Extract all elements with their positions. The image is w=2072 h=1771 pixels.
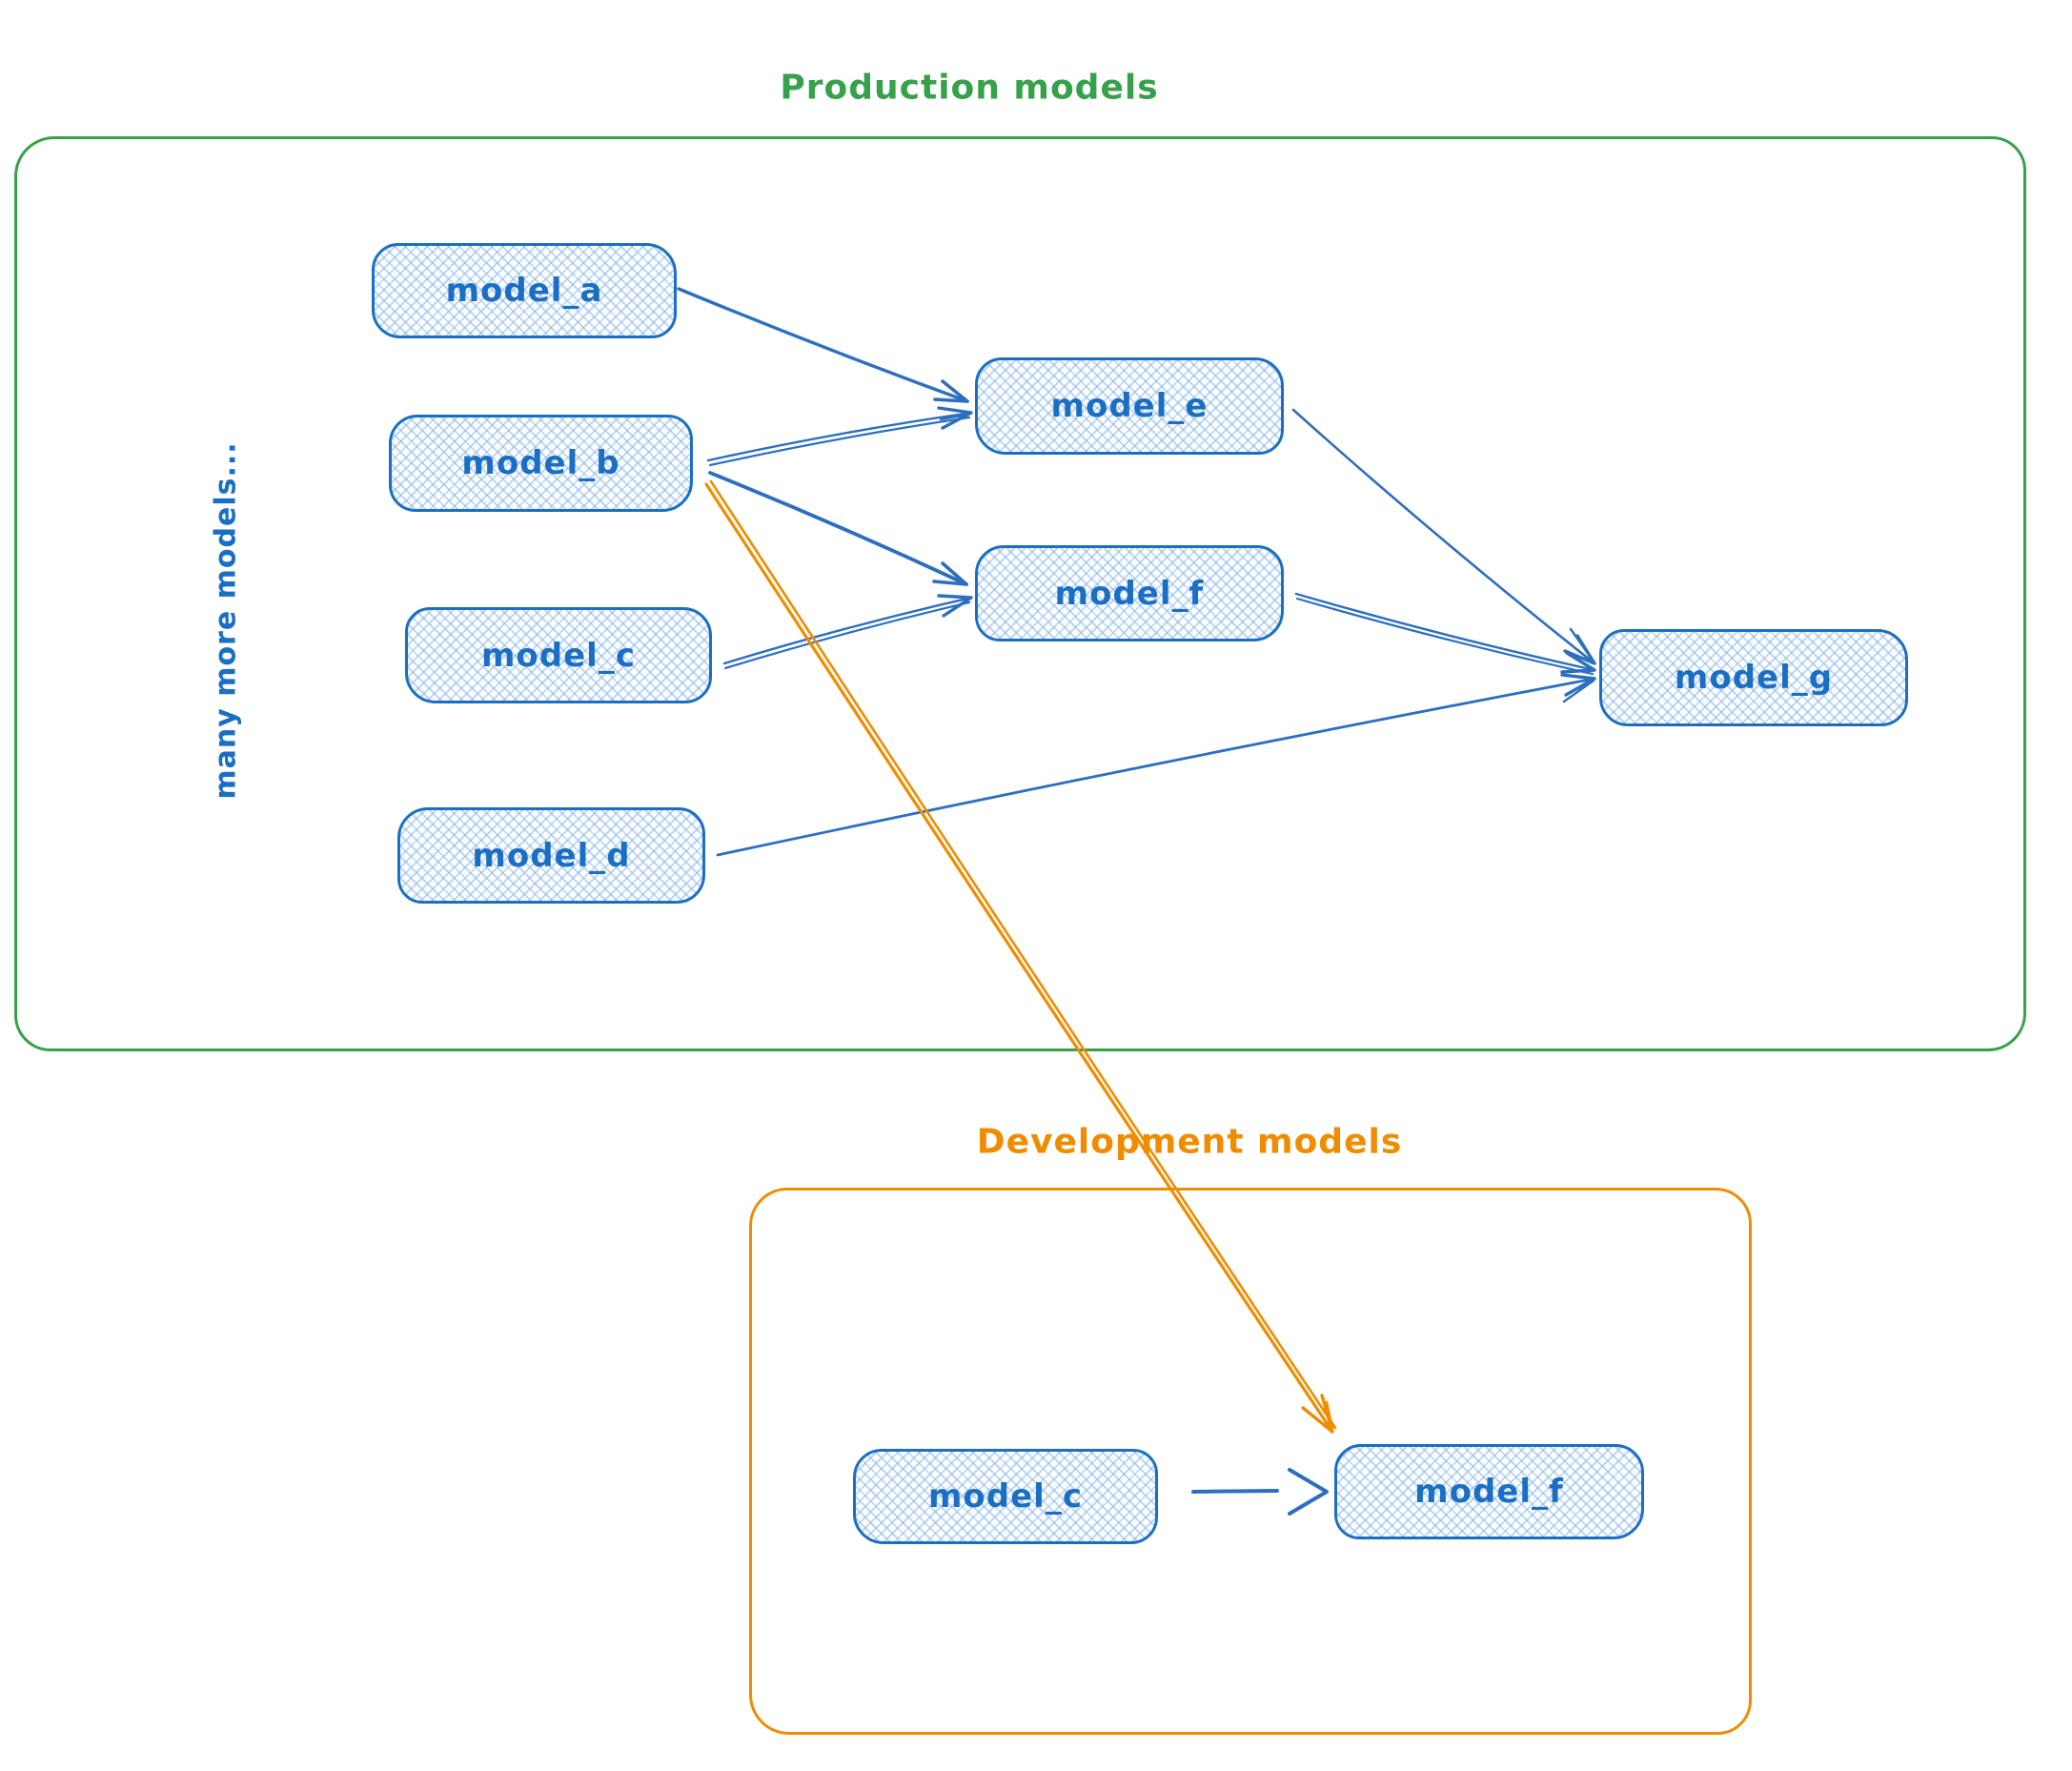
node-model-c[interactable]: model_c — [405, 607, 712, 703]
node-model-b[interactable]: model_b — [389, 415, 693, 512]
node-model-a[interactable]: model_a — [372, 243, 677, 338]
development-frame-title: Development models — [976, 1122, 1403, 1162]
production-frame-title: Production models — [780, 68, 1159, 108]
node-model-b-label: model_b — [461, 444, 620, 482]
node-model-f[interactable]: model_f — [975, 545, 1284, 641]
side-note-many-more-models: many more models... — [209, 441, 243, 800]
node-model-c-label: model_c — [481, 636, 636, 675]
node-dev-model-c[interactable]: model_c — [853, 1449, 1158, 1544]
node-model-e[interactable]: model_e — [975, 357, 1284, 455]
node-dev-model-f[interactable]: model_f — [1334, 1444, 1644, 1539]
node-model-d-label: model_d — [472, 836, 631, 875]
node-model-f-label: model_f — [1054, 574, 1205, 613]
node-model-g[interactable]: model_g — [1599, 629, 1908, 726]
node-model-g-label: model_g — [1674, 659, 1834, 697]
node-model-d[interactable]: model_d — [397, 807, 705, 904]
node-dev-model-f-label: model_f — [1414, 1473, 1564, 1511]
node-dev-model-c-label: model_c — [928, 1477, 1083, 1516]
node-model-e-label: model_e — [1050, 387, 1209, 425]
node-model-a-label: model_a — [445, 272, 603, 310]
